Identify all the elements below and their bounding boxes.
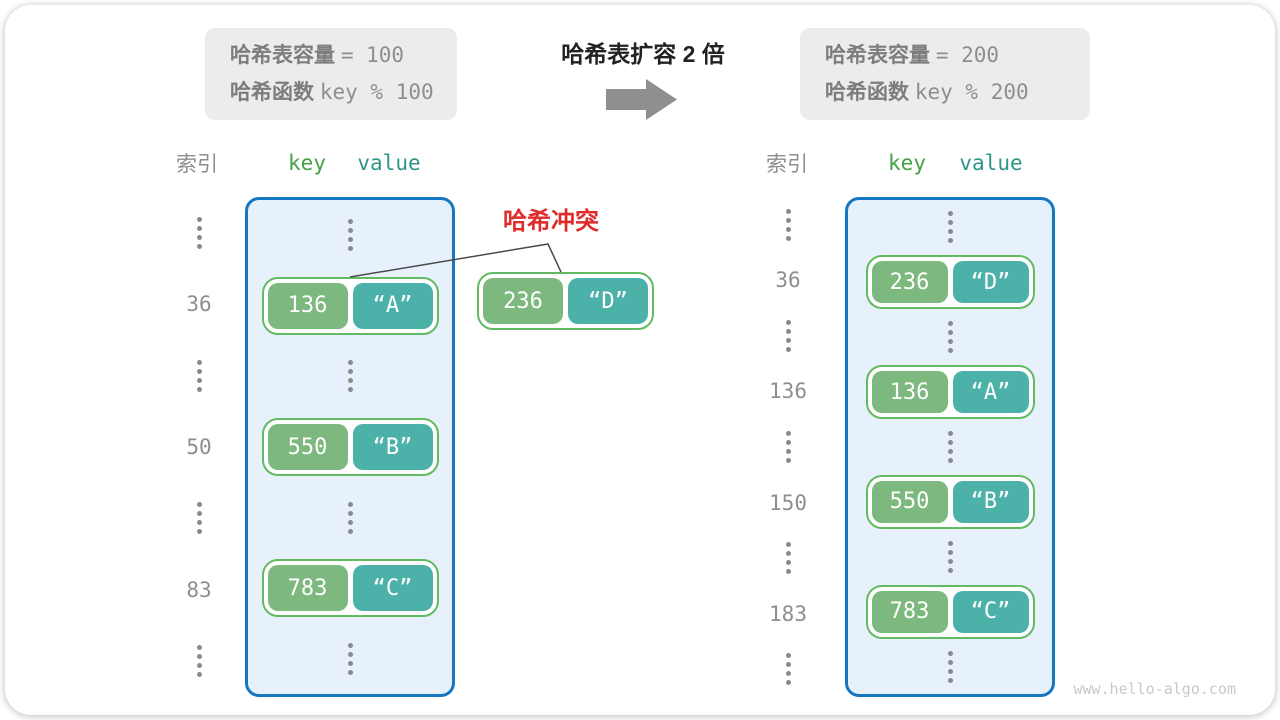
expansion-title: 哈希表扩容 2 倍 [561, 41, 725, 67]
ellipsis-icon [748, 642, 828, 698]
index-label: 136 [769, 379, 807, 404]
hash-function-label: 哈希函数 [230, 81, 314, 104]
ellipsis-icon [159, 626, 239, 697]
right-capacity-box: 哈希表容量 = 200 哈希函数 key % 200 [800, 28, 1090, 120]
value-cell: “A” [952, 371, 1029, 414]
kv-pair: 550 “B” [261, 418, 439, 477]
index-label: 150 [769, 490, 807, 515]
ellipsis-icon [947, 539, 953, 575]
bucket-ellipsis [848, 310, 1052, 365]
right-hash-table: 236 “D” 136 “A” 550 “B” 783 “C” [845, 197, 1055, 697]
hash-function-value: key % 100 [319, 80, 434, 104]
bucket-ellipsis [848, 529, 1052, 584]
right-value-column-label: value [959, 151, 1023, 175]
value-cell: “B” [952, 480, 1029, 523]
capacity-label: 哈希表容量 [825, 44, 930, 67]
index-label: 36 [186, 292, 212, 317]
capacity-value: = 100 [340, 43, 405, 67]
capacity-line: 哈希表容量 = 100 [230, 37, 457, 74]
kv-pair: 783 “C” [865, 584, 1035, 639]
left-capacity-box: 哈希表容量 = 100 哈希函数 key % 100 [205, 28, 457, 120]
ellipsis-icon [347, 217, 353, 253]
ellipsis-icon [947, 649, 953, 685]
left-hash-table: 136 “A” 550 “B” 783 “C” [245, 197, 455, 697]
bucket-ellipsis [248, 482, 452, 553]
left-key-column-label: key [288, 151, 326, 175]
right-arrow-icon [606, 75, 680, 125]
ellipsis-icon [947, 429, 953, 465]
right-index-column: 36 136 150 183 [748, 197, 828, 697]
kv-pair: 136 “A” [261, 276, 439, 335]
value-cell: “C” [352, 565, 433, 612]
right-key-column-label: key [888, 151, 926, 175]
hash-function-value: key % 200 [914, 80, 1029, 104]
bucket-ellipsis [848, 200, 1052, 255]
ellipsis-icon [947, 209, 953, 245]
ellipsis-icon [947, 319, 953, 355]
bucket-row: 550 “B” [248, 412, 452, 483]
bucket-ellipsis [248, 341, 452, 412]
hash-function-line: 哈希函数 key % 200 [825, 74, 1090, 111]
bucket-row: 783 “C” [848, 584, 1052, 639]
bucket-ellipsis [848, 639, 1052, 694]
key-cell: 136 [267, 282, 348, 329]
value-cell: “B” [352, 424, 433, 471]
kv-pair: 783 “C” [261, 559, 439, 618]
kv-pair: 136 “A” [865, 365, 1035, 420]
ellipsis-icon [748, 308, 828, 364]
ellipsis-icon [347, 641, 353, 677]
collision-label: 哈希冲突 [503, 208, 599, 235]
capacity-value: = 200 [935, 43, 1000, 67]
right-index-column-label: 索引 [766, 153, 808, 176]
capacity-label: 哈希表容量 [230, 44, 335, 67]
hash-function-line: 哈希函数 key % 100 [230, 74, 457, 111]
ellipsis-icon [347, 500, 353, 536]
key-cell: 550 [267, 424, 348, 471]
capacity-line: 哈希表容量 = 200 [825, 37, 1090, 74]
ellipsis-icon [159, 197, 239, 268]
value-cell: “D” [952, 261, 1029, 304]
left-index-column: 36 50 83 [159, 197, 239, 697]
ellipsis-icon [159, 483, 239, 554]
ellipsis-icon [347, 358, 353, 394]
bucket-row: 550 “B” [848, 474, 1052, 529]
collision-pair: 236 “D” [477, 272, 654, 330]
kv-pair: 236 “D” [477, 272, 654, 330]
value-cell: “C” [952, 590, 1029, 633]
bucket-ellipsis [248, 623, 452, 694]
left-value-column-label: value [357, 151, 421, 175]
hash-function-label: 哈希函数 [825, 81, 909, 104]
bucket-ellipsis [248, 200, 452, 271]
key-cell: 550 [871, 480, 948, 523]
kv-pair: 550 “B” [865, 474, 1035, 529]
key-cell: 783 [871, 590, 948, 633]
index-label: 50 [186, 434, 212, 459]
canvas-card [5, 5, 1275, 715]
index-label: 183 [769, 601, 807, 626]
key-cell: 783 [267, 565, 348, 612]
bucket-ellipsis [848, 420, 1052, 475]
watermark: www.hello-algo.com [1073, 680, 1236, 698]
ellipsis-icon [748, 197, 828, 253]
key-cell: 136 [871, 371, 948, 414]
bucket-row: 136 “A” [848, 365, 1052, 420]
value-cell: “D” [568, 278, 648, 324]
ellipsis-icon [159, 340, 239, 411]
ellipsis-icon [748, 419, 828, 475]
index-label: 83 [186, 577, 212, 602]
key-cell: 236 [483, 278, 563, 324]
key-cell: 236 [871, 261, 948, 304]
value-cell: “A” [352, 282, 433, 329]
bucket-row: 783 “C” [248, 553, 452, 624]
bucket-row: 236 “D” [848, 255, 1052, 310]
bucket-row: 136 “A” [248, 271, 452, 342]
ellipsis-icon [748, 530, 828, 586]
kv-pair: 236 “D” [865, 255, 1035, 310]
index-label: 36 [775, 268, 801, 293]
left-index-column-label: 索引 [176, 153, 218, 176]
